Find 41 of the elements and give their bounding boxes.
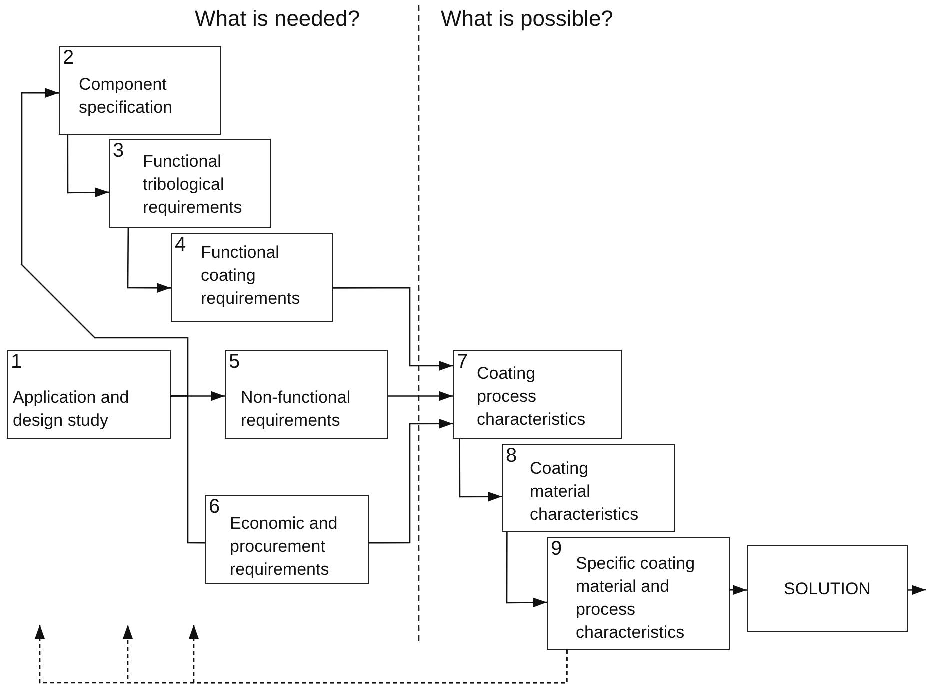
step-number: 4	[175, 234, 186, 256]
arrow	[333, 287, 453, 372]
process-box	[747, 545, 908, 632]
process-box	[59, 46, 221, 135]
process-box	[502, 444, 675, 532]
step-text: Application and design study	[13, 387, 130, 432]
step-text: Functional tribological requirements	[143, 151, 244, 219]
process-box	[547, 537, 730, 650]
step-number: 7	[457, 351, 468, 373]
step-text: Non-functional requirements	[241, 387, 352, 432]
arrow	[21, 88, 189, 397]
step-text: Economic and procurement requirements	[230, 513, 339, 581]
process-box	[7, 350, 171, 439]
step-text: Functional coating requirements	[201, 242, 302, 310]
process-box	[109, 139, 271, 228]
arrow	[730, 585, 747, 596]
step-number: 6	[209, 496, 220, 518]
process-box	[171, 233, 333, 322]
step-number: 8	[506, 445, 518, 467]
step-text: Coating process characteristics	[477, 363, 587, 431]
step-text: Component specification	[79, 74, 174, 119]
arrow	[506, 532, 547, 608]
arrow	[67, 135, 109, 198]
column-heading: What is needed?	[195, 6, 360, 32]
step-text: Coating material characteristics	[530, 458, 640, 526]
arrow	[908, 585, 926, 596]
step-text: SOLUTION	[783, 578, 872, 600]
process-box	[225, 350, 388, 439]
process-box	[453, 350, 622, 439]
arrow	[369, 418, 453, 544]
step-number: 9	[551, 538, 562, 560]
arrow	[459, 439, 502, 502]
process-box	[205, 495, 369, 584]
arrow	[388, 391, 453, 402]
arrow	[127, 228, 171, 294]
step-number: 5	[229, 351, 240, 373]
step-number: 1	[11, 351, 22, 373]
step-text: Specific coating material and process characteristics	[576, 553, 696, 644]
step-number: 3	[113, 140, 124, 162]
step-number: 2	[63, 47, 74, 69]
column-heading: What is possible?	[441, 6, 614, 32]
